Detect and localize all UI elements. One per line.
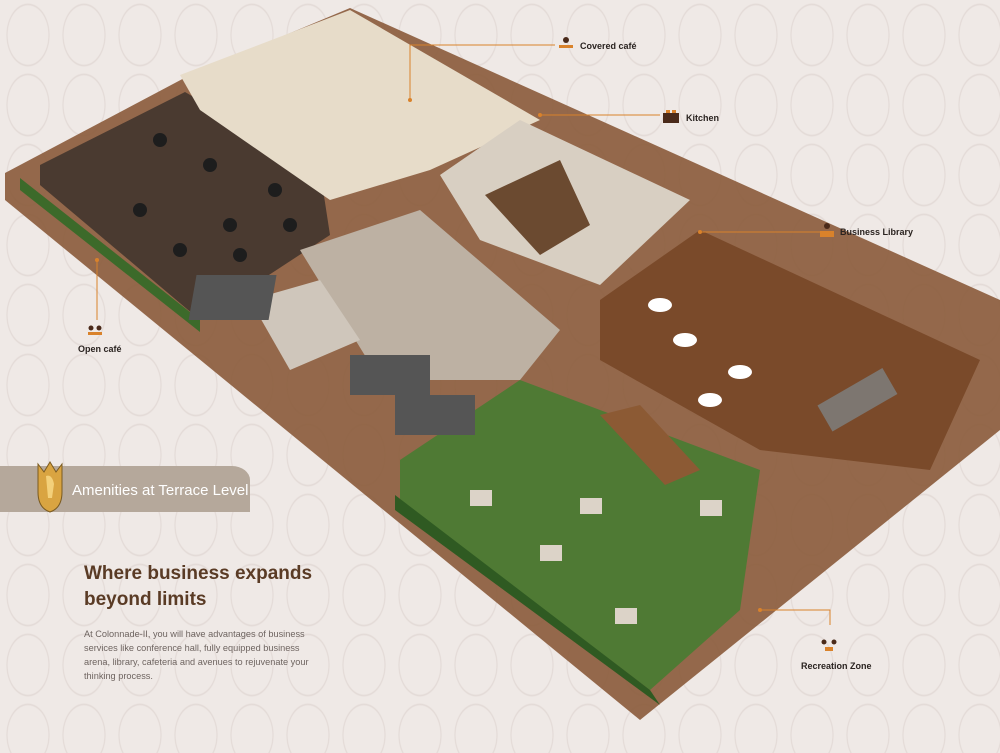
callout-lines <box>96 44 831 625</box>
corridor-floor <box>300 210 560 380</box>
desk-reader-icon <box>820 223 834 237</box>
library-tables <box>648 298 752 407</box>
deck-strip <box>600 405 700 485</box>
recreation-zone-label: Recreation Zone <box>801 661 872 671</box>
skylight <box>188 275 277 320</box>
library-floor <box>600 230 980 470</box>
conference-table <box>817 368 898 432</box>
covered-cafe-label: Covered café <box>580 41 637 51</box>
page-headline: Where business expands beyond limits <box>84 563 313 610</box>
kitchen-label: Kitchen <box>686 113 720 123</box>
covered-cafe-floor <box>180 10 540 200</box>
banner-title: Amenities at Terrace Level <box>72 482 249 499</box>
callout-dots <box>95 98 762 612</box>
stove-icon <box>663 110 679 123</box>
left-planter <box>20 178 200 332</box>
cafe-table-icon <box>88 325 102 335</box>
skylight <box>350 355 430 395</box>
open-cafe-label: Open café <box>78 344 122 354</box>
skylight <box>395 395 475 435</box>
stair-block <box>250 280 360 370</box>
right-planter <box>395 495 660 705</box>
business-library-label: Business Library <box>840 227 914 237</box>
kitchen-counter <box>485 160 590 255</box>
chess-players-icon <box>821 639 837 651</box>
cafe-table-icon <box>559 37 573 48</box>
chess-tables <box>470 490 722 624</box>
horse-crest-icon <box>37 461 63 513</box>
description-text: At Colonnade-II, you will have advantage… <box>84 629 309 681</box>
cafe-tables <box>133 133 297 262</box>
